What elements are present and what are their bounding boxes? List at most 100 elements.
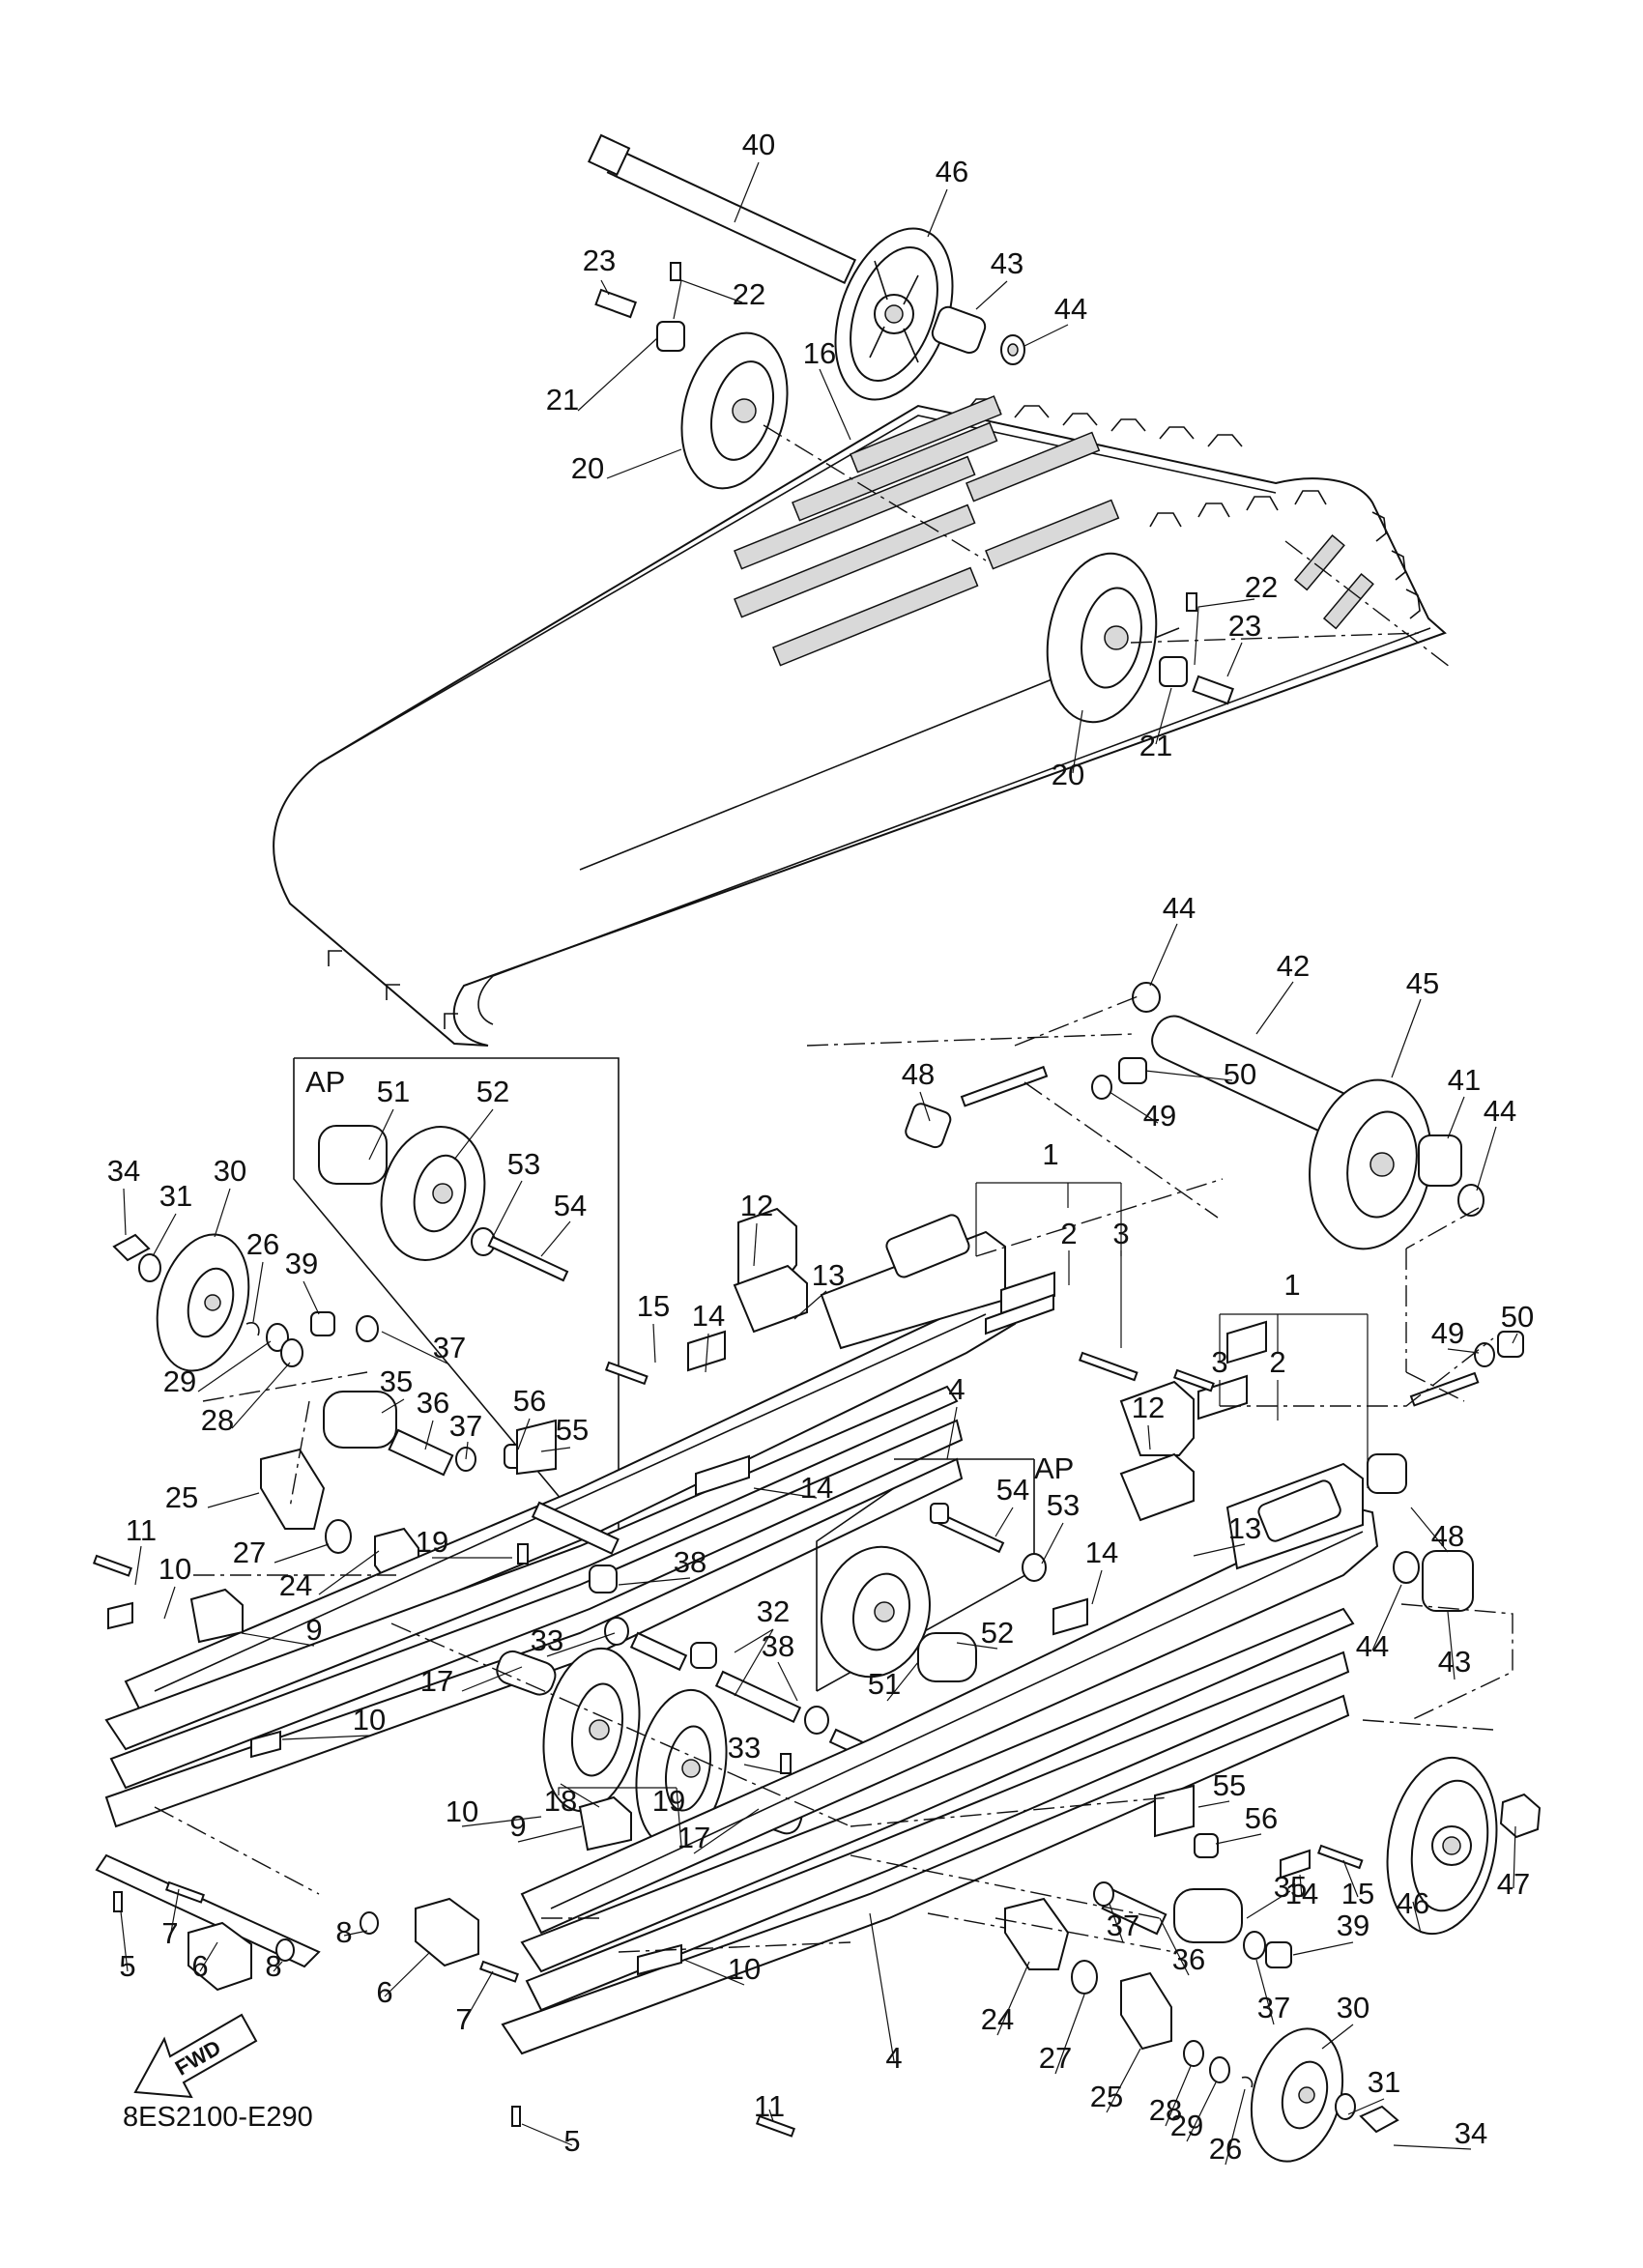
callout-14: 14 (1085, 1536, 1118, 1569)
leader-lines (120, 161, 1518, 2166)
callout-36: 36 (1172, 1942, 1205, 1976)
callout-18: 18 (544, 1784, 577, 1818)
callout-55: 55 (556, 1413, 589, 1447)
callout-1: 1 (1283, 1268, 1300, 1302)
callout-43: 43 (1438, 1645, 1471, 1679)
callout-12: 12 (740, 1189, 773, 1222)
callout-28: 28 (201, 1403, 234, 1437)
track-cleats (734, 395, 1374, 667)
callout-19: 19 (416, 1525, 448, 1559)
callout-11: 11 (126, 1513, 157, 1547)
callout-55: 55 (1213, 1768, 1246, 1802)
callout-45: 45 (1406, 966, 1439, 1000)
callout-11: 11 (754, 2089, 785, 2123)
callout-39: 39 (1337, 1909, 1369, 1942)
callout-15: 15 (637, 1289, 670, 1323)
callout-9: 9 (305, 1613, 322, 1647)
callout-4: 4 (885, 2041, 902, 2075)
rear-axle-assembly (587, 133, 1234, 724)
callout-47: 47 (1497, 1867, 1530, 1901)
callout-24: 24 (981, 2002, 1014, 2036)
callout-3: 3 (1211, 1345, 1227, 1379)
callout-5: 5 (119, 1949, 135, 1983)
callout-7: 7 (161, 1916, 178, 1950)
callout-35: 35 (1274, 1870, 1307, 1904)
callout-40: 40 (742, 128, 775, 161)
ap-option-box-lower (816, 1458, 1047, 1692)
callout-48: 48 (1431, 1519, 1464, 1553)
callout-20: 20 (1052, 758, 1084, 791)
callout-54: 54 (554, 1189, 587, 1222)
callout-26: 26 (1209, 2132, 1242, 2166)
callout-37: 37 (433, 1331, 466, 1364)
callout-3: 3 (1112, 1217, 1129, 1250)
callout-48: 48 (902, 1057, 935, 1091)
callout-44: 44 (1356, 1629, 1389, 1663)
callout-8: 8 (335, 1915, 352, 1949)
callout-20: 20 (571, 451, 604, 485)
callout-10: 10 (728, 1952, 761, 1986)
callout-16: 16 (803, 336, 836, 370)
callout-44: 44 (1163, 891, 1196, 925)
callout-52: 52 (981, 1616, 1014, 1650)
callout-13: 13 (812, 1258, 845, 1292)
callout-24: 24 (279, 1568, 312, 1602)
callout-32: 32 (757, 1594, 790, 1628)
callout-34: 34 (107, 1154, 140, 1188)
callout-9: 9 (509, 1809, 526, 1843)
callout-26: 26 (246, 1227, 279, 1261)
callout-13: 13 (1228, 1511, 1261, 1545)
callout-22: 22 (733, 277, 765, 311)
callout-19: 19 (652, 1784, 685, 1818)
callout-6: 6 (376, 1975, 392, 2009)
fwd-arrow-icon: FWD (133, 2013, 258, 2099)
callout-12: 12 (1132, 1391, 1165, 1424)
right-lower-rail (501, 1320, 1379, 2055)
callout-34: 34 (1455, 2116, 1487, 2150)
callout-25: 25 (165, 1480, 198, 1514)
front-rail-hardware (92, 1554, 795, 2138)
callout-42: 42 (1277, 949, 1310, 983)
callout-23: 23 (583, 244, 616, 277)
callout-53: 53 (1047, 1488, 1080, 1522)
callout-5: 5 (563, 2124, 580, 2158)
callout-36: 36 (417, 1386, 449, 1420)
callout-37: 37 (1107, 1909, 1139, 1942)
mid-wheels (542, 1647, 803, 1849)
callout-30: 30 (1337, 1991, 1369, 2024)
callout-43: 43 (991, 246, 1023, 280)
callout-50: 50 (1224, 1057, 1256, 1091)
callout-14: 14 (800, 1471, 833, 1505)
callout-23: 23 (1228, 609, 1261, 643)
callout-33: 33 (531, 1623, 563, 1657)
ap-option-box-upper (293, 1057, 620, 1542)
callout-44: 44 (1054, 292, 1087, 326)
callout-51: 51 (377, 1075, 410, 1108)
callout-17: 17 (677, 1821, 710, 1854)
callout-49: 49 (1431, 1316, 1464, 1350)
callout-37: 37 (1257, 1991, 1290, 2024)
callout-33: 33 (728, 1731, 761, 1765)
right-rail-hardware (1004, 1331, 1542, 2163)
callout-50: 50 (1501, 1300, 1534, 1334)
callout-38: 38 (674, 1545, 706, 1579)
callout-28: 28 (1149, 2093, 1182, 2127)
callout-30: 30 (214, 1154, 246, 1188)
callout-49: 49 (1143, 1099, 1176, 1133)
callout-39: 39 (285, 1247, 318, 1280)
callout-4: 4 (948, 1372, 965, 1406)
callout-2: 2 (1269, 1345, 1285, 1379)
track-belt (273, 395, 1447, 1047)
callout-1: 1 (1042, 1137, 1058, 1171)
callout-41: 41 (1448, 1063, 1481, 1097)
callout-21: 21 (1139, 729, 1172, 762)
callout-44: 44 (1484, 1094, 1516, 1128)
callout-2: 2 (1060, 1217, 1077, 1250)
callout-46: 46 (936, 155, 968, 188)
callout-27: 27 (233, 1536, 266, 1569)
callout-17: 17 (420, 1664, 453, 1698)
callout-10: 10 (353, 1703, 386, 1737)
callout-14: 14 (692, 1299, 725, 1333)
left-rail-hardware (496, 1207, 1139, 1766)
diagram-code: 8ES2100-E290 (123, 2102, 313, 2133)
